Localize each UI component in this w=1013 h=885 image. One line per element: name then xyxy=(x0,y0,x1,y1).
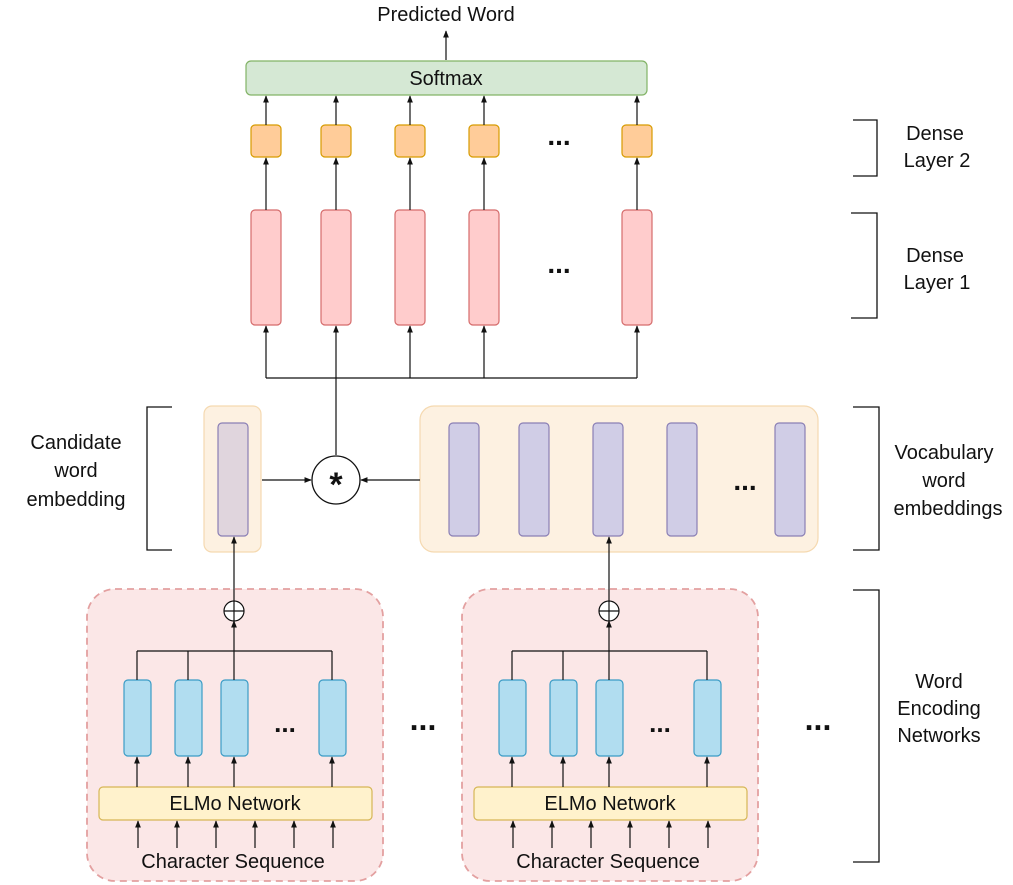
dense1-label-line1: Dense xyxy=(906,245,964,267)
encoder-2-char-label: Character Sequence xyxy=(516,851,699,873)
dense2-unit xyxy=(621,124,653,158)
softmax-label: Softmax xyxy=(409,68,482,90)
encoder-1-add-icon xyxy=(224,601,244,621)
candidate-label-line3: embedding xyxy=(27,489,126,511)
dense2-label-line2: Layer 2 xyxy=(904,150,971,172)
encoder-2-elmo-to-lstm-arrows xyxy=(509,756,710,787)
vocabulary-embedding-vectors xyxy=(448,422,806,537)
softmax-box xyxy=(245,60,648,96)
multiply-symbol: * xyxy=(329,466,343,504)
candidate-bracket xyxy=(146,406,172,551)
dense2-unit xyxy=(394,124,426,158)
vocab-bracket xyxy=(853,406,880,551)
lstm-unit xyxy=(174,679,203,757)
dense1-unit xyxy=(250,209,282,326)
dense1-unit xyxy=(394,209,426,326)
lstm-unit xyxy=(123,679,152,757)
encoder-2-elmo-box xyxy=(473,786,748,821)
encoder-1-elmo-box xyxy=(98,786,373,821)
encoder-2-combine-lines xyxy=(511,620,708,680)
multiply-to-dense1-connectors xyxy=(263,325,640,455)
dense-layer-2-units xyxy=(250,124,653,158)
encoder-1-char-label: Character Sequence xyxy=(141,851,324,873)
dense1-unit xyxy=(621,209,653,326)
vocab-embedding-vector xyxy=(774,422,806,537)
encoders-label-line2: Encoding xyxy=(897,698,980,720)
encoder-1-elmo-to-lstm-arrows xyxy=(134,756,335,787)
multiply-node xyxy=(311,455,361,505)
dense1-unit xyxy=(320,209,352,326)
lstm-unit xyxy=(595,679,624,757)
vocab-label-line3: embeddings xyxy=(894,498,1003,520)
lstm-unit xyxy=(318,679,347,757)
after-encoders-ellipsis: ... xyxy=(805,701,832,737)
dense2-unit xyxy=(320,124,352,158)
encoder-1-lstm-ellipsis: ... xyxy=(274,708,296,738)
encoders-label-line3: Networks xyxy=(897,725,980,747)
dense-layer-1-units xyxy=(250,209,653,326)
encoders-bracket xyxy=(853,589,880,863)
dense2-unit xyxy=(250,124,282,158)
dense2-ellipsis: ... xyxy=(547,120,570,151)
dense1-unit xyxy=(468,209,500,326)
candidate-label-line1: Candidate xyxy=(30,432,121,454)
candidate-embedding-vector xyxy=(217,422,249,537)
encoder-1-elmo-label: ELMo Network xyxy=(169,793,301,815)
dense2-to-softmax-arrows xyxy=(263,95,640,125)
lstm-unit xyxy=(498,679,527,757)
predicted-word-label: Predicted Word xyxy=(377,4,514,26)
encoder-2-elmo-label: ELMo Network xyxy=(544,793,676,815)
encoder-2-char-arrows xyxy=(510,820,711,848)
vocab-label-line1: Vocabulary xyxy=(895,442,994,464)
dense2-label-line1: Dense xyxy=(906,123,964,145)
dense2-unit xyxy=(468,124,500,158)
dense1-label-line2: Layer 1 xyxy=(904,272,971,294)
vocab-embedding-vector xyxy=(666,422,698,537)
vocab-embedding-vector xyxy=(518,422,550,537)
vocab-embedding-vector xyxy=(592,422,624,537)
dense1-ellipsis: ... xyxy=(547,248,570,279)
candidate-label-line2: word xyxy=(53,460,97,482)
encoder-1-lstm-units xyxy=(123,679,347,757)
lstm-unit xyxy=(220,679,249,757)
vocab-ellipsis: ... xyxy=(733,465,756,496)
vocab-embedding-vector xyxy=(448,422,480,537)
dense2-bracket xyxy=(853,119,878,177)
dense1-bracket xyxy=(851,212,878,319)
encoder-2-lstm-ellipsis: ... xyxy=(649,708,671,738)
encoder-1-char-arrows xyxy=(135,820,336,848)
encoder-2-add-icon xyxy=(599,601,619,621)
lstm-unit xyxy=(693,679,722,757)
encoder-1-combine-lines xyxy=(136,620,333,680)
between-encoders-ellipsis: ... xyxy=(410,701,437,737)
vocab-label-line2: word xyxy=(921,470,965,492)
lstm-unit xyxy=(549,679,578,757)
encoders-label-line1: Word xyxy=(915,671,962,693)
dense1-to-dense2-arrows xyxy=(263,157,640,210)
